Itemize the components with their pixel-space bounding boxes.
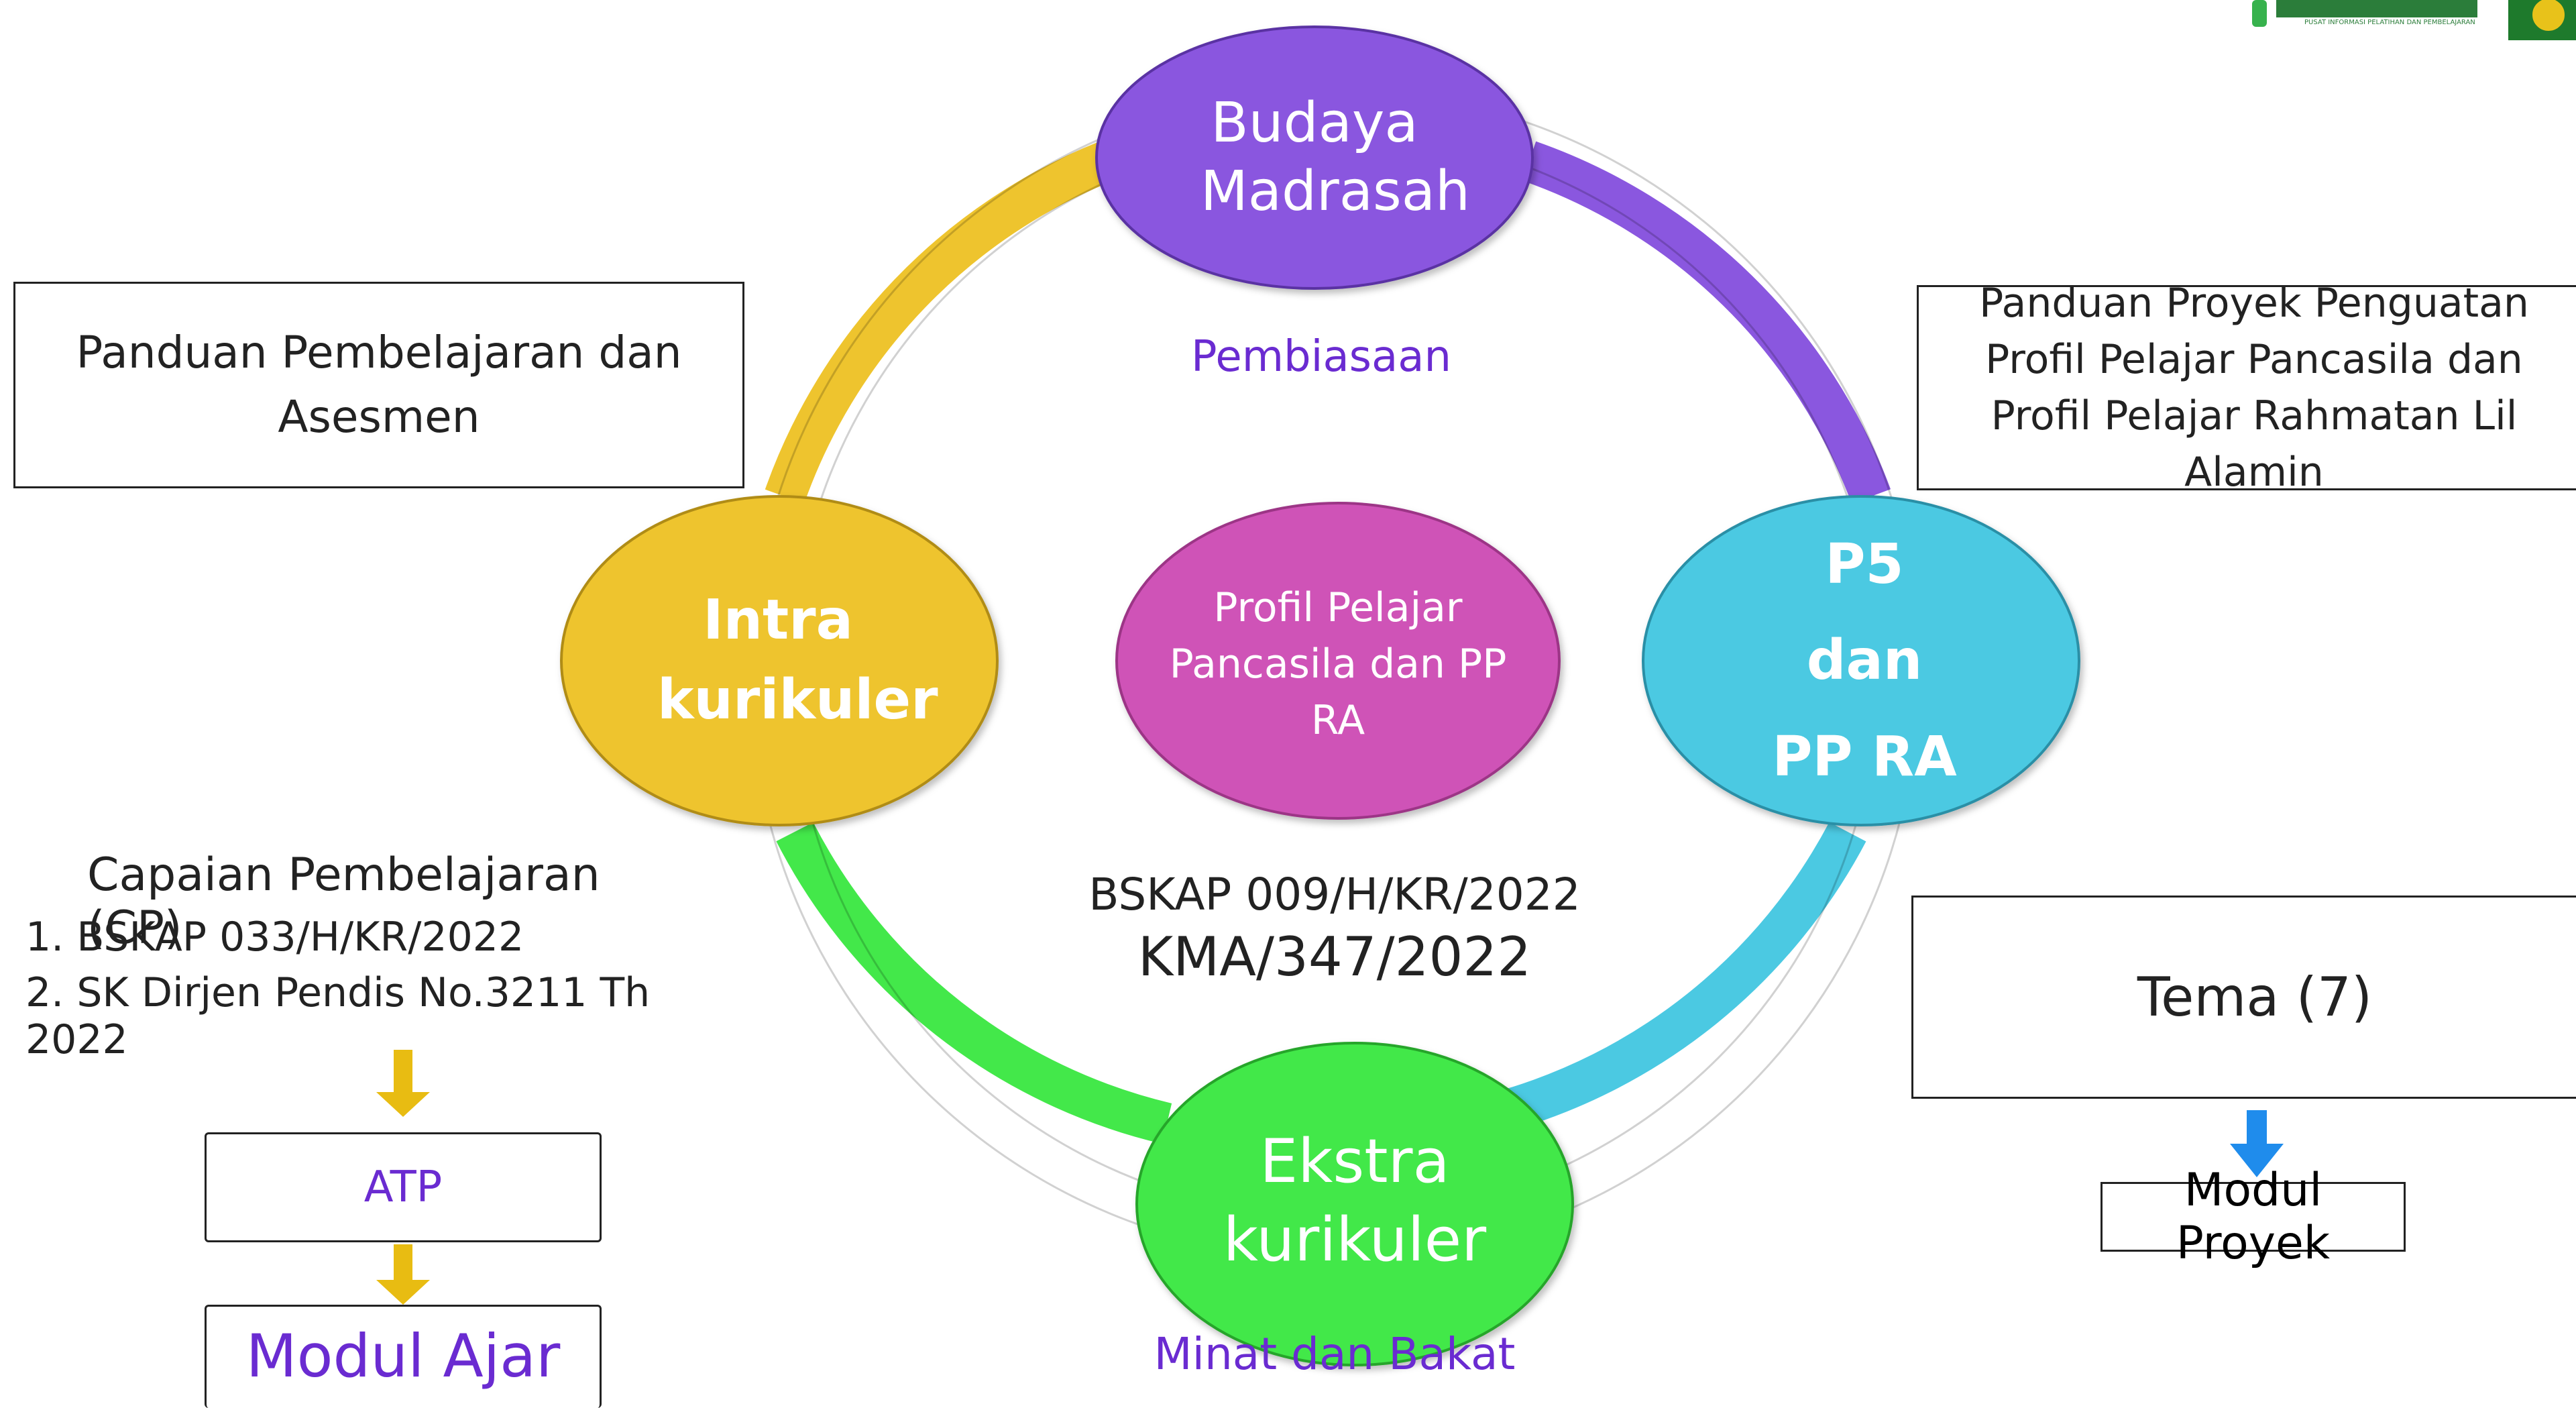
node-budaya: Budaya Madrasah	[1200, 91, 1470, 224]
node-p5-shape	[1642, 495, 2080, 826]
cp-item-1: 1. BSKAP 033/H/KR/2022	[25, 914, 524, 961]
modul-proyek-box: Modul Proyek	[2101, 1164, 2406, 1270]
bskap-label: BSKAP 009/H/KR/2022	[1088, 869, 1581, 920]
node-ekstra-shape	[1135, 1042, 1574, 1366]
ring-arc-green	[776, 822, 1172, 1144]
kma-label: KMA/347/2022	[1137, 926, 1532, 988]
logo-tagline: PUSAT INFORMASI PELATIHAN DAN PEMBELAJAR…	[2304, 19, 2475, 26]
pintar-logo	[2252, 0, 2576, 40]
node-profil-shape	[1115, 502, 1561, 820]
node-budaya-shape	[1095, 25, 1534, 290]
modul-ajar-box: Modul Ajar	[205, 1305, 602, 1408]
minat-label: Minat dan Bakat	[1154, 1328, 1516, 1380]
panduan-proyek-box: Panduan Proyek Penguatan Profil Pelajar …	[1917, 285, 2576, 490]
atp-box: ATP	[205, 1132, 602, 1242]
ring-arc-cyan	[1490, 822, 1866, 1134]
node-p5: P5 dan PP RA	[1772, 532, 1957, 789]
arrow-down-icon	[376, 1050, 430, 1117]
tema-box: Tema (7)	[1911, 896, 2576, 1099]
panduan-pembelajaran-box: Panduan Pembelajaran dan Asesmen	[13, 282, 744, 488]
node-profil: Profil Pelajar Pancasila dan PP RA	[1169, 584, 1507, 744]
pembiasaan-label: Pembiasaan	[1191, 332, 1451, 382]
ring-arc-yellow	[765, 142, 1115, 504]
node-ekstra: Ekstra kurikuler	[1223, 1126, 1487, 1275]
ring-arc-purple	[1522, 141, 1891, 504]
node-intra-shape	[560, 495, 999, 826]
cp-title: Capaian Pembelajaran (CP)	[87, 849, 600, 955]
arrow-down-icon	[376, 1244, 430, 1305]
node-intra: Intra kurikuler	[657, 588, 938, 732]
cp-item-2: 2. SK Dirjen Pendis No.3211 Th 2022	[25, 969, 651, 1063]
arrow-down-icon	[2230, 1110, 2284, 1177]
